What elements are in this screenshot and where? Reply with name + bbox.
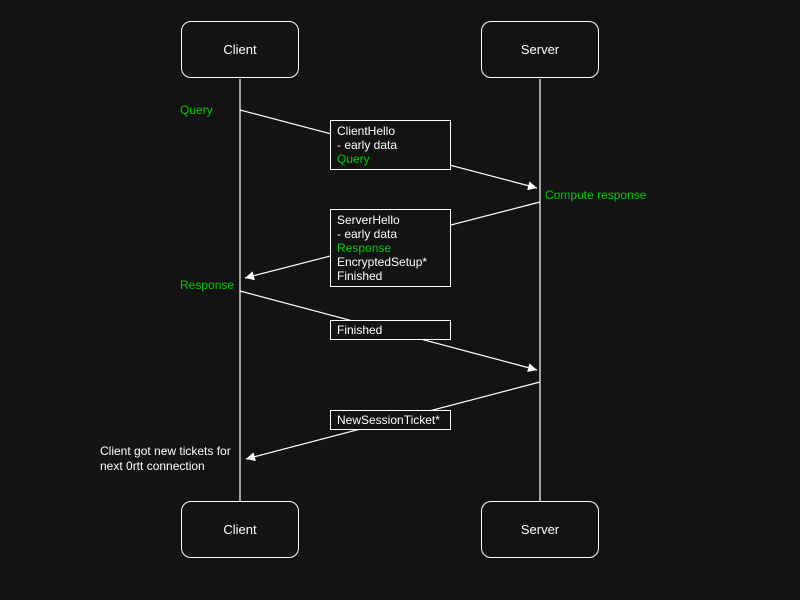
- message-box-newsessionticket: NewSessionTicket*: [330, 410, 451, 430]
- message-line: NewSessionTicket*: [337, 413, 440, 427]
- message-line: - early data: [337, 227, 398, 241]
- actor-box-client-bottom: Client: [181, 501, 299, 558]
- actor-label-server-bottom: Server: [520, 522, 560, 537]
- actor-box-server-bottom: Server: [481, 501, 599, 558]
- message-box-serverhello: ServerHello - early data Response Encryp…: [330, 209, 451, 287]
- actor-box-client-top: Client: [181, 21, 299, 78]
- annotation-query: Query: [180, 103, 213, 117]
- message-line: EncryptedSetup*: [337, 255, 428, 269]
- actor-label-client-bottom: Client: [223, 522, 257, 537]
- message-line: - early data: [337, 138, 398, 152]
- note-line: next 0rtt connection: [100, 459, 205, 473]
- actor-box-server-top: Server: [481, 21, 599, 78]
- message-line: ClientHello: [337, 124, 396, 138]
- actor-label-client-top: Client: [223, 42, 257, 57]
- message-line: Finished: [337, 323, 383, 337]
- message-box-finished: Finished: [330, 320, 451, 340]
- note-line: Client got new tickets for: [100, 444, 231, 458]
- actor-label-server-top: Server: [520, 42, 560, 57]
- message-line: ServerHello: [337, 213, 400, 227]
- annotation-compute-response: Compute response: [545, 188, 647, 202]
- message-line: Response: [337, 241, 392, 255]
- message-box-clienthello: ClientHello - early data Query: [330, 120, 451, 170]
- annotation-response: Response: [180, 278, 235, 292]
- note-new-tickets: Client got new tickets for next 0rtt con…: [100, 444, 231, 474]
- message-line: Query: [337, 152, 370, 166]
- message-line: Finished: [337, 269, 383, 283]
